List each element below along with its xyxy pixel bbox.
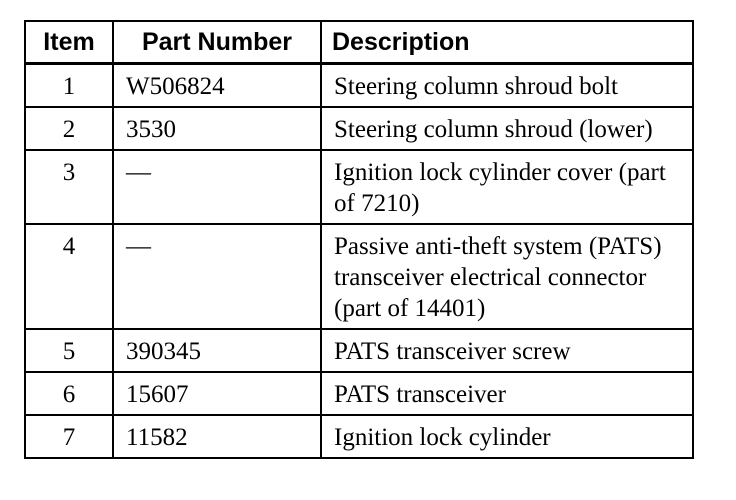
cell-part-number: 3530 xyxy=(112,106,322,151)
cell-part-number: 15607 xyxy=(112,371,322,416)
table-row: 2 3530 Steering column shroud (lower) xyxy=(24,106,694,151)
cell-item: 5 xyxy=(24,328,114,373)
column-header-item: Item xyxy=(24,20,114,65)
cell-item: 3 xyxy=(24,149,114,225)
cell-item: 7 xyxy=(24,414,114,459)
cell-description: Steering column shroud (lower) xyxy=(320,106,694,151)
cell-part-number: W506824 xyxy=(112,62,322,108)
cell-part-number: — xyxy=(112,223,322,330)
table-row: 1 W506824 Steering column shroud bolt xyxy=(24,62,694,108)
cell-description: Ignition lock cylinder xyxy=(320,414,694,459)
column-header-part-number: Part Number xyxy=(112,20,322,65)
table-row: 6 15607 PATS transceiver xyxy=(24,371,694,416)
cell-item: 4 xyxy=(24,223,114,330)
cell-description: Steering column shroud bolt xyxy=(320,62,694,108)
parts-table: Item Part Number Description 1 W506824 S… xyxy=(24,20,694,459)
cell-description: Ignition lock cylinder cover (part of 72… xyxy=(320,149,694,225)
cell-item: 2 xyxy=(24,106,114,151)
cell-part-number: 390345 xyxy=(112,328,322,373)
cell-description: PATS transceiver xyxy=(320,371,694,416)
table-header-row: Item Part Number Description xyxy=(24,20,694,65)
column-header-description: Description xyxy=(320,20,694,65)
cell-part-number: — xyxy=(112,149,322,225)
cell-part-number: 11582 xyxy=(112,414,322,459)
cell-description: Passive anti-theft system (PATS) transce… xyxy=(320,223,694,330)
cell-item: 6 xyxy=(24,371,114,416)
table-row: 4 — Passive anti-theft system (PATS) tra… xyxy=(24,223,694,330)
cell-item: 1 xyxy=(24,62,114,108)
cell-description: PATS transceiver screw xyxy=(320,328,694,373)
table-row: 3 — Ignition lock cylinder cover (part o… xyxy=(24,149,694,225)
table-row: 7 11582 Ignition lock cylinder xyxy=(24,414,694,459)
table-row: 5 390345 PATS transceiver screw xyxy=(24,328,694,373)
